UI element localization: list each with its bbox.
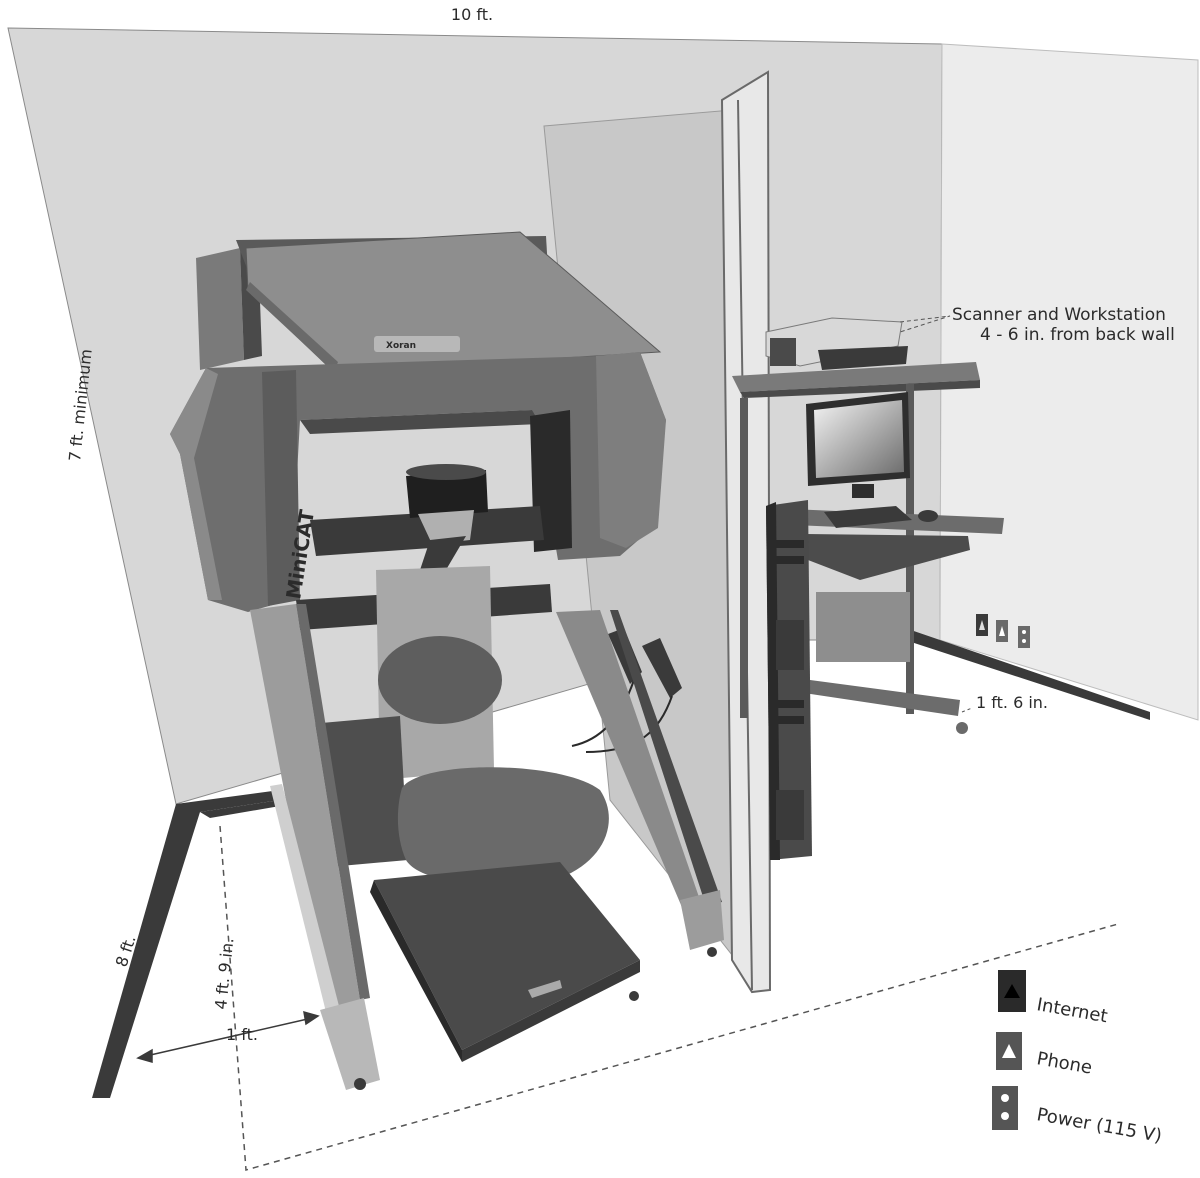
minicat-scanner: Xoran MiniCAT xyxy=(170,231,724,1090)
legend-label-power: Power (115 V) xyxy=(1035,1104,1163,1147)
legend-item-phone: Phone xyxy=(996,1032,1094,1079)
tower-computer xyxy=(766,500,812,860)
dimension-arrows xyxy=(136,1010,320,1063)
room-width-label: 10 ft. xyxy=(451,5,493,24)
callout-line-1: Scanner and Workstation xyxy=(952,305,1166,325)
wall-outlets xyxy=(976,614,1030,648)
right-wall xyxy=(939,43,1199,721)
workstation-cart xyxy=(732,317,1004,860)
power-outlet-icon xyxy=(992,1086,1018,1130)
brand-badge: Xoran xyxy=(386,341,416,351)
flatbed-scanner xyxy=(765,317,903,367)
legend: Internet Phone Power (115 V) xyxy=(992,970,1163,1147)
baseboard-right xyxy=(905,628,1150,720)
baseboard-back xyxy=(200,800,280,818)
legend-label-internet: Internet xyxy=(1035,994,1109,1027)
chair-backrest xyxy=(378,636,502,724)
legend-label-phone: Phone xyxy=(1035,1048,1094,1078)
chair-seat xyxy=(397,767,609,885)
side-clearance-label: 1 ft. xyxy=(226,1025,258,1044)
baseboard-left xyxy=(92,790,280,1098)
head-positioner xyxy=(406,470,488,518)
workstation-clearance-label: 1 ft. 6 in. xyxy=(976,693,1048,712)
workstation-clearance-leader xyxy=(961,707,973,713)
base-platform xyxy=(374,862,640,1050)
unit-depth-label: 4 ft. 9 in. xyxy=(211,937,237,1011)
legend-item-internet: Internet xyxy=(998,970,1109,1027)
floor-outline-dashed xyxy=(219,825,1119,1171)
callout-leader xyxy=(899,315,951,333)
keyboard xyxy=(824,506,912,528)
callout-line-2: 4 - 6 in. from back wall xyxy=(980,325,1175,345)
mouse xyxy=(918,510,938,522)
legend-item-power: Power (115 V) xyxy=(992,1086,1163,1147)
